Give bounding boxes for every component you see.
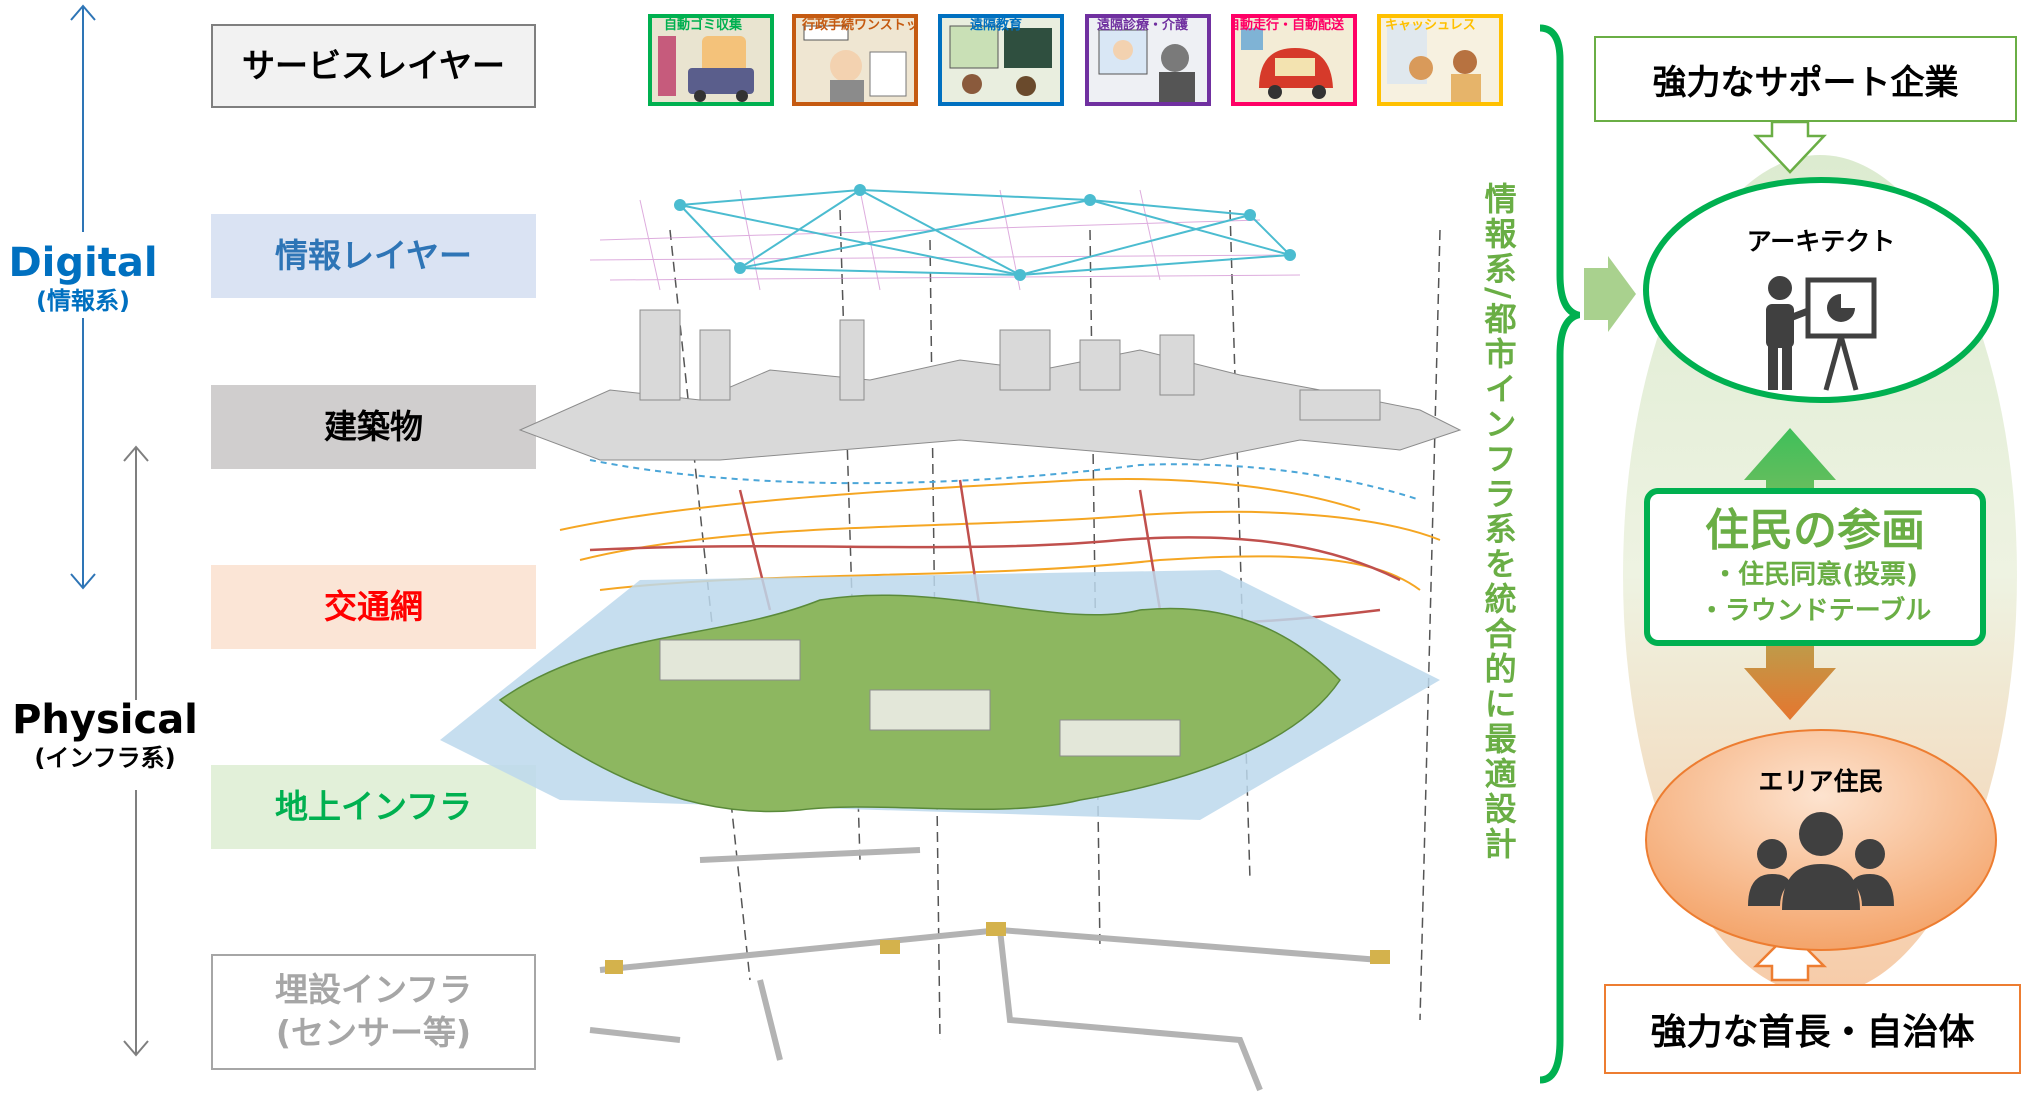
vertical-caption: 情報系/都市インフラ系を統合的に最適設計: [1475, 182, 1521, 870]
remote-care-illustration: [1089, 18, 1207, 102]
service-label-admin: 行政手続ワンストップ: [802, 18, 918, 33]
service-label-education: 遠隔教育: [970, 18, 1023, 33]
layer-buried-infra-label: 埋設インフラ (センサー等): [274, 970, 472, 1052]
layer-buried-infra: 埋設インフラ (センサー等): [211, 954, 536, 1070]
layer-transport: 交通網: [211, 565, 536, 649]
layer-ground-infra-label: 地上インフラ: [274, 786, 472, 826]
information-network-layer: [589, 184, 1301, 291]
buried-infra-layer: [589, 847, 1381, 1092]
mayor-label: 強力な首長・自治体: [1650, 1012, 1975, 1053]
city-hall-illustration: [796, 18, 914, 102]
layer-service-label: サービスレイヤー: [241, 45, 505, 85]
service-tile-cashless: キャッシュレス: [1377, 14, 1503, 106]
mayor-box: 強力な首長・自治体: [1604, 984, 2021, 1074]
service-tile-education: 遠隔教育: [938, 14, 1064, 106]
autonomous-vehicle-illustration: [1235, 18, 1353, 102]
service-tile-autonomous: 自動走行・自動配送: [1231, 14, 1357, 106]
garbage-truck-illustration: [652, 18, 770, 102]
physical-title: Physical: [12, 697, 198, 743]
service-label-garbage: 自動ゴミ収集: [664, 18, 743, 33]
service-tile-medical: 遠隔診療・介護: [1085, 14, 1211, 106]
architect-label: アーキテクト: [1746, 227, 1896, 256]
support-companies-label: 強力なサポート企業: [1652, 62, 1959, 103]
digital-subtitle: (情報系): [36, 287, 130, 315]
service-label-autonomous: 自動走行・自動配送: [1231, 18, 1345, 33]
curly-brace: [1539, 24, 1580, 1084]
layer-buildings: 建築物: [211, 385, 536, 469]
digital-label: Digital (情報系): [0, 240, 166, 316]
physical-label: Physical (インフラ系): [0, 697, 210, 773]
presenter-icon: [1766, 276, 1877, 391]
layer-buildings-label: 建築物: [324, 406, 423, 446]
residents-group-icon: [1748, 812, 1894, 910]
remote-education-illustration: [942, 18, 1060, 102]
physical-subtitle: (インフラ系): [34, 744, 176, 772]
resident-participation-box: 住民の参画 ・住民同意(投票) ・ラウンドテーブル: [1644, 488, 1986, 646]
digital-title: Digital: [8, 240, 158, 286]
layer-information: 情報レイヤー: [211, 214, 536, 298]
area-residents-label: エリア住民: [1758, 767, 1884, 796]
service-label-cashless: キャッシュレス: [1385, 18, 1476, 33]
layer-service: サービスレイヤー: [211, 24, 536, 108]
layer-information-label: 情報レイヤー: [274, 235, 472, 275]
layer-ground-infra: 地上インフラ: [211, 765, 536, 849]
support-companies-box: 強力なサポート企業: [1594, 36, 2017, 122]
vertical-caption-text: 情報系/都市インフラ系を統合的に最適設計: [1479, 182, 1518, 862]
participation-item-vote: ・住民同意(投票): [1712, 560, 1918, 590]
service-label-medical: 遠隔診療・介護: [1097, 18, 1189, 33]
service-tile-garbage: 自動ゴミ収集: [648, 14, 774, 106]
service-tile-admin: 行政手続ワンストップ: [792, 14, 918, 106]
layer-transport-label: 交通網: [324, 586, 423, 626]
cashless-illustration: [1381, 18, 1499, 102]
city-layers-illustration: [440, 184, 1462, 1092]
ground-infra-layer: [440, 570, 1440, 820]
participation-title: 住民の参画: [1705, 505, 1925, 556]
participation-item-roundtable: ・ラウンドテーブル: [1698, 596, 1932, 626]
buildings-layer: [518, 309, 1462, 461]
